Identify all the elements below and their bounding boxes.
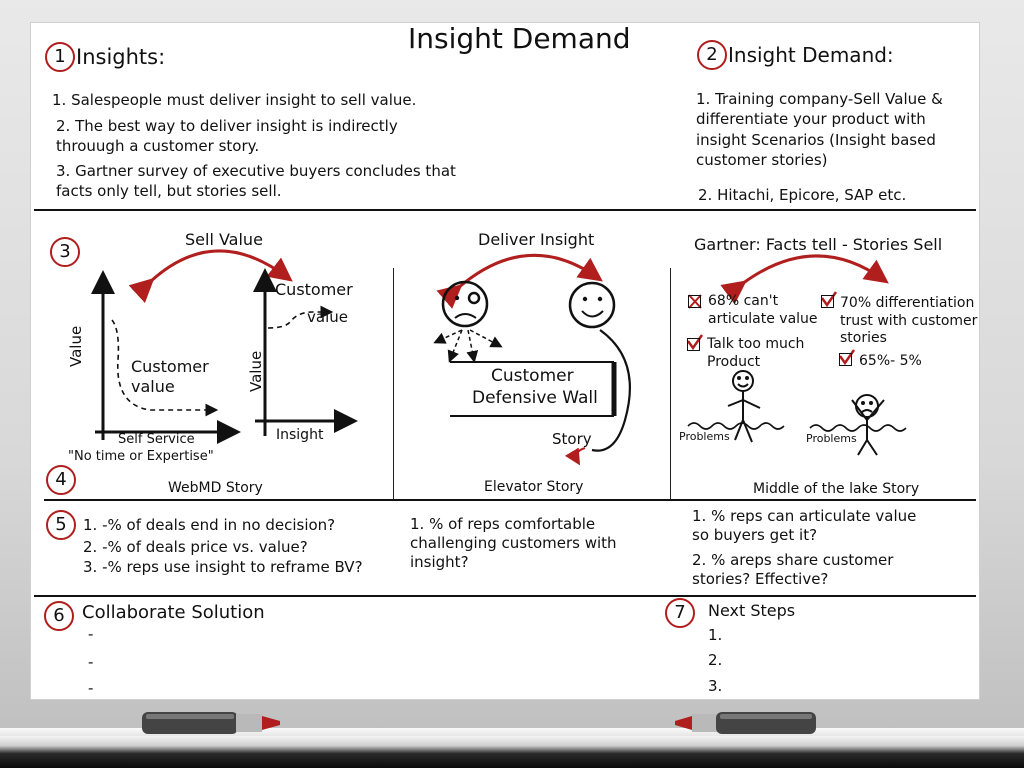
sell-value-arrow bbox=[128, 249, 293, 304]
webmd-caption: WebMD Story bbox=[168, 480, 263, 496]
section-5-col1-item-2: 2. -% of deals price vs. value? bbox=[83, 538, 308, 556]
check1-line1: 68% can't bbox=[708, 293, 779, 309]
deliver-insight-label: Deliver Insight bbox=[478, 230, 595, 249]
section-5-col3-item-1b: so buyers get it? bbox=[692, 526, 818, 544]
section-7-number: 7 bbox=[665, 598, 695, 628]
story-swirl bbox=[564, 447, 586, 466]
water-right bbox=[809, 424, 907, 432]
section-5-col3-item-2: 2. % areps share customer bbox=[692, 551, 894, 569]
section-2-item-1c: insight Scenarios (Insight based bbox=[696, 131, 936, 149]
section-2-item-1: 1. Training company-Sell Value & bbox=[696, 90, 943, 108]
sell-value-label: Sell Value bbox=[185, 230, 263, 249]
section-5-col3-item-1: 1. % reps can articulate value bbox=[692, 507, 917, 525]
check4-label: 65%- 5% bbox=[859, 353, 922, 369]
check3-line2: Product bbox=[707, 354, 761, 370]
column-divider-2 bbox=[670, 268, 671, 500]
story-label: Story bbox=[552, 430, 592, 448]
elevator-caption: Elevator Story bbox=[484, 479, 584, 495]
check2-line1: 70% differentiation bbox=[840, 295, 975, 311]
divider-bottom bbox=[34, 595, 976, 597]
self-service-label: Self Service bbox=[118, 432, 195, 447]
marker-left bbox=[142, 712, 280, 734]
no-time-label: "No time or Expertise" bbox=[68, 449, 214, 464]
section-7-heading: Next Steps bbox=[708, 601, 796, 620]
check1-line2: articulate value bbox=[708, 311, 818, 327]
facts-stories-label: Gartner: Facts tell - Stories Sell bbox=[694, 235, 943, 254]
right-curve-label-1: Customer bbox=[275, 280, 353, 299]
wall-line-1: Customer bbox=[491, 366, 574, 386]
check2-line3: stories bbox=[840, 330, 887, 346]
section-6-item-1: - bbox=[88, 625, 94, 643]
sad-face bbox=[441, 280, 489, 328]
divider-middle bbox=[44, 499, 976, 501]
section-5-col2-item-1b: challenging customers with bbox=[410, 534, 617, 552]
section-6-heading: Collaborate Solution bbox=[82, 602, 265, 623]
lake-caption: Middle of the lake Story bbox=[753, 481, 920, 497]
marker-tray bbox=[0, 736, 1024, 768]
section-2-item-1d: customer stories) bbox=[696, 151, 828, 169]
section-6-item-2: - bbox=[88, 653, 94, 671]
left-curve bbox=[111, 319, 219, 417]
section-3-number: 3 bbox=[50, 237, 80, 267]
section-5-col2-item-1c: insight? bbox=[410, 553, 469, 571]
x-mark-1 bbox=[688, 294, 702, 309]
checkbox-4 bbox=[839, 353, 852, 366]
section-1-heading: Insights: bbox=[76, 45, 166, 69]
check3-line1: Talk too much bbox=[707, 336, 805, 352]
problems-right-label: Problems bbox=[806, 432, 857, 445]
section-6-number: 6 bbox=[44, 601, 74, 631]
section-2-number: 2 bbox=[697, 40, 727, 70]
column-divider-1 bbox=[393, 268, 394, 500]
section-1-item-2: 2. The best way to deliver insight is in… bbox=[56, 117, 398, 135]
section-5-number: 5 bbox=[46, 510, 76, 540]
stick-figure-sad bbox=[851, 394, 885, 456]
section-7-item-2: 2. bbox=[708, 651, 723, 669]
water-left bbox=[687, 422, 785, 430]
page-title: Insight Demand bbox=[408, 22, 631, 55]
checkbox-2 bbox=[821, 295, 834, 308]
right-x-axis-label: Insight bbox=[276, 427, 324, 443]
confusion-arrows bbox=[433, 329, 503, 363]
section-1-item-3b: facts only tell, but stories sell. bbox=[56, 182, 282, 200]
section-7-item-1: 1. bbox=[708, 626, 723, 644]
section-5-col3-item-2b: stories? Effective? bbox=[692, 570, 829, 588]
section-5-col1-item-1: 1. -% of deals end in no decision? bbox=[83, 516, 336, 534]
section-4-number: 4 bbox=[46, 465, 76, 495]
section-1-number: 1 bbox=[45, 42, 75, 72]
wall-line-2: Defensive Wall bbox=[472, 388, 598, 408]
check2-line2: trust with customer bbox=[840, 313, 978, 329]
section-1-item-2b: throuugh a customer story. bbox=[56, 137, 260, 155]
happy-face bbox=[568, 281, 631, 452]
marker-right bbox=[675, 712, 816, 734]
section-2-heading: Insight Demand: bbox=[728, 43, 894, 67]
defensive-wall bbox=[450, 361, 617, 417]
section-7-item-3: 3. bbox=[708, 677, 723, 695]
left-curve-label-2: value bbox=[131, 377, 175, 396]
section-6-item-3: - bbox=[88, 679, 94, 697]
deliver-insight-arrow bbox=[436, 253, 603, 309]
facts-stories-arrow bbox=[720, 254, 889, 305]
section-5-col2-item-1: 1. % of reps comfortable bbox=[410, 515, 596, 533]
section-2-item-2: 2. Hitachi, Epicore, SAP etc. bbox=[698, 186, 907, 204]
section-1-item-3: 3. Gartner survey of executive buyers co… bbox=[56, 162, 456, 180]
checkbox-3 bbox=[687, 338, 700, 351]
left-curve-label-1: Customer bbox=[131, 357, 209, 376]
divider-top bbox=[34, 209, 976, 211]
checkbox-1 bbox=[688, 295, 701, 308]
problems-left-label: Problems bbox=[679, 430, 730, 443]
section-2-item-1b: differentiate your product with bbox=[696, 110, 926, 128]
section-5-col1-item-3: 3. -% reps use insight to reframe BV? bbox=[83, 558, 363, 576]
right-curve-label-2: value bbox=[307, 308, 348, 326]
right-curve bbox=[267, 305, 334, 329]
section-1-item-1: 1. Salespeople must deliver insight to s… bbox=[52, 91, 417, 109]
